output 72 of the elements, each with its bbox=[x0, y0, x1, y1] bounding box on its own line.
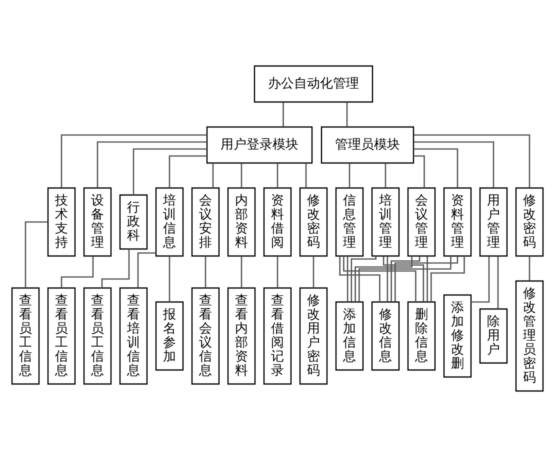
connector bbox=[394, 256, 458, 302]
node-box: 查看员工信息 bbox=[11, 286, 40, 384]
connector bbox=[414, 154, 425, 188]
connector bbox=[24, 220, 48, 288]
node-box: 内部资料 bbox=[227, 186, 256, 256]
connector bbox=[339, 256, 380, 302]
connector bbox=[132, 148, 207, 194]
connector bbox=[426, 256, 428, 302]
node-box: 添加信息 bbox=[335, 300, 364, 370]
node-box: 修改信息 bbox=[371, 300, 400, 370]
node-box: 报名参加 bbox=[155, 300, 184, 370]
connector bbox=[276, 162, 278, 188]
node-box: 资料借阅 bbox=[263, 186, 292, 256]
connector bbox=[60, 134, 207, 188]
connector bbox=[101, 248, 130, 288]
connector bbox=[358, 256, 452, 302]
connector bbox=[471, 256, 490, 302]
connector bbox=[312, 256, 314, 288]
connector bbox=[414, 134, 530, 188]
node-box: 除用户 bbox=[479, 308, 508, 364]
node-box: 修改管理员密码 bbox=[515, 280, 544, 392]
connector bbox=[212, 162, 214, 188]
node-box: 修改用户密码 bbox=[299, 286, 328, 384]
node-box: 资料管理 bbox=[443, 186, 472, 256]
connector bbox=[384, 162, 386, 188]
node-box: 会议管理 bbox=[407, 186, 436, 256]
node-box: 行政科 bbox=[119, 194, 148, 250]
connector bbox=[282, 102, 284, 126]
node-box: 管理员模块 bbox=[320, 126, 414, 164]
node-box: 修改密码 bbox=[515, 186, 544, 256]
connector bbox=[305, 162, 307, 188]
node-box: 查看会议信息 bbox=[191, 286, 220, 384]
node-box: 查看内部资料 bbox=[227, 286, 256, 384]
node-box: 删除信息 bbox=[407, 300, 436, 370]
connector bbox=[382, 256, 424, 302]
connector bbox=[204, 256, 206, 288]
node-box: 信息管理 bbox=[335, 186, 364, 256]
node-box: 查看培训信息 bbox=[119, 286, 148, 384]
node-box: 办公自动化管理 bbox=[254, 64, 374, 102]
connector bbox=[497, 256, 499, 308]
connector bbox=[346, 102, 348, 126]
node-box: 查看借阅记录 bbox=[263, 286, 292, 384]
connector bbox=[414, 148, 458, 188]
node-box: 培训管理 bbox=[371, 186, 400, 256]
connector bbox=[528, 256, 530, 280]
node-box: 用户登录模块 bbox=[206, 126, 313, 164]
connector bbox=[354, 256, 412, 302]
node-box: 会议安排 bbox=[191, 186, 220, 256]
connector bbox=[386, 256, 388, 302]
connector bbox=[346, 256, 348, 302]
node-box: 技术支持 bbox=[47, 186, 76, 256]
node-box: 添加修改删 bbox=[443, 294, 472, 378]
connector bbox=[60, 256, 94, 288]
node-box: 设备管理 bbox=[83, 186, 112, 256]
node-box: 查看员工信息 bbox=[47, 286, 76, 384]
connector bbox=[240, 256, 242, 288]
connector bbox=[350, 256, 376, 302]
connector bbox=[390, 256, 420, 302]
connector bbox=[168, 154, 207, 188]
connector bbox=[414, 140, 494, 188]
connector bbox=[168, 256, 170, 302]
connector bbox=[430, 256, 465, 302]
connector bbox=[96, 140, 207, 188]
node-box: 用户管理 bbox=[479, 186, 508, 256]
node-box: 修改密码 bbox=[299, 186, 328, 256]
connector bbox=[348, 162, 350, 188]
node-box: 查看员工信息 bbox=[83, 286, 112, 384]
node-box: 培训信息 bbox=[155, 186, 184, 256]
connector bbox=[137, 252, 156, 288]
connector bbox=[276, 256, 278, 288]
connector bbox=[240, 162, 242, 188]
connector bbox=[343, 256, 416, 302]
